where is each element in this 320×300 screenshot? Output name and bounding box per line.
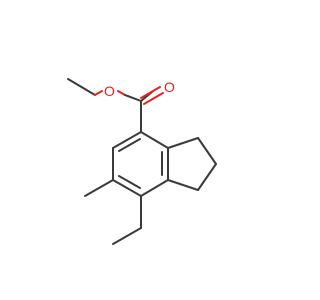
bond-ring-c3a-c4 xyxy=(140,131,169,149)
bond-cp-3 xyxy=(197,163,217,191)
bond-carbonyl-double-1 xyxy=(140,86,161,99)
bond-cp-2 xyxy=(197,137,217,165)
structure-diagram: O O xyxy=(67,78,217,245)
bond-ring-c7-c7a xyxy=(140,179,169,197)
bond-ester-o-carbonyl xyxy=(117,90,126,96)
bond-ester-o-carbonyl-c xyxy=(124,94,142,102)
bond-ring-inner-2 xyxy=(118,175,141,189)
bond-ring-c4-c5 xyxy=(112,131,142,149)
ester-oxygen-label: O xyxy=(104,83,115,99)
bond-methoxy-methyl xyxy=(67,78,96,96)
carbonyl-oxygen-label: O xyxy=(164,79,175,95)
bond-ring-methyl xyxy=(84,179,114,197)
bond-cp-1 xyxy=(167,137,199,149)
bond-methoxy-o-left xyxy=(94,90,103,96)
bond-ring-c6-c7 xyxy=(112,179,142,197)
bond-ring-inner-1 xyxy=(118,138,141,152)
bond-ethyl-2 xyxy=(112,227,142,245)
bond-cp-4 xyxy=(167,179,199,191)
bond-carbonyl-double-2 xyxy=(143,92,164,105)
